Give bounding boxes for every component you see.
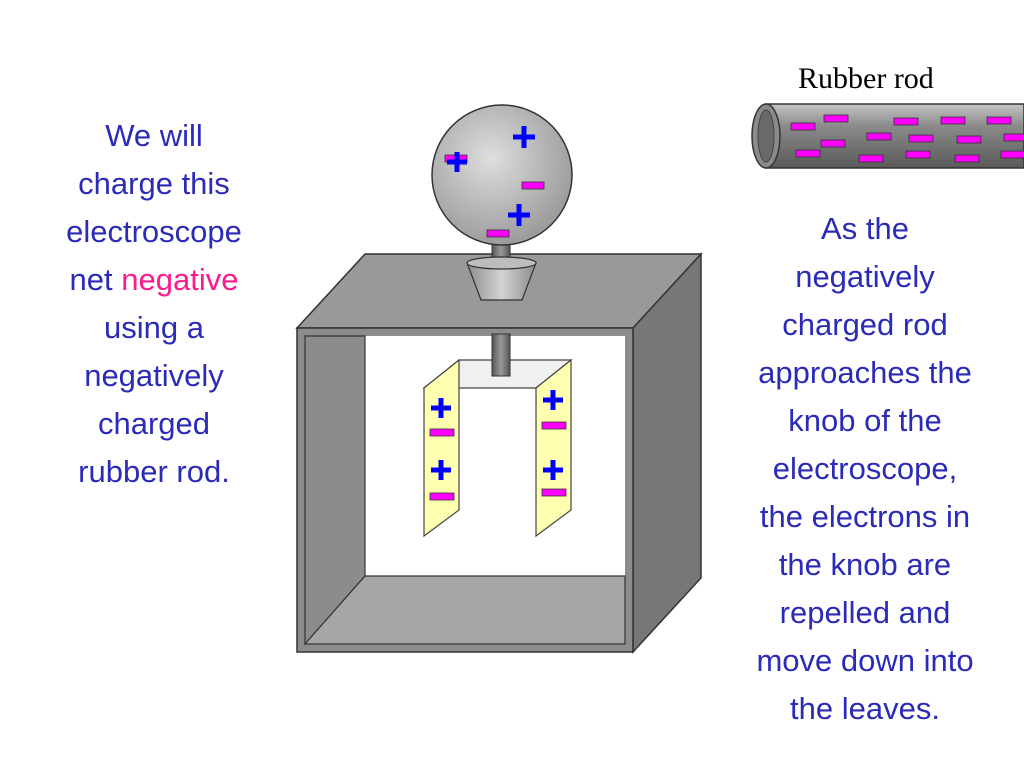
right-line-1: As the — [821, 211, 909, 246]
left-line-1: We will — [105, 118, 203, 153]
leaf-positive-charge — [431, 460, 451, 480]
right-line-10: move down into — [756, 643, 974, 679]
rod-negative-charge — [866, 132, 892, 141]
right-leaf — [535, 358, 572, 538]
rod-negative-charge — [795, 149, 821, 158]
electroscope-neck — [466, 235, 537, 301]
rod-negative-charge — [940, 116, 966, 125]
rod-negative-charge — [986, 116, 1012, 125]
leaf-positive-charge — [543, 390, 563, 410]
rod-negative-charge — [820, 139, 846, 148]
rod-negative-charge — [823, 114, 849, 123]
left-line-5: using a — [104, 310, 204, 346]
rod-end-hole — [757, 109, 775, 163]
right-explanation: As the negatively charged rod approaches… — [722, 205, 1008, 734]
leaf-negative-charge — [541, 421, 567, 430]
rod-negative-charge — [790, 122, 816, 131]
leaf-negative-charge — [429, 492, 455, 501]
left-line-7: charged — [97, 406, 211, 442]
right-line-2: negatively — [795, 259, 935, 295]
inner-stem — [491, 333, 511, 377]
knob-negative-charge — [521, 181, 545, 190]
right-line-4: approaches the — [758, 355, 972, 391]
knob-negative-charge — [486, 229, 510, 238]
leaf-negative-charge — [429, 428, 455, 437]
left-line-3: electroscope — [66, 214, 242, 250]
rod-negative-charge — [858, 154, 884, 163]
rubber-rod-label: Rubber rod — [798, 62, 934, 95]
electroscope-box — [295, 252, 703, 654]
leaf-positive-charge — [431, 398, 451, 418]
net-prefix: net — [69, 262, 122, 298]
left-explanation: We will charge this electroscope net neg… — [38, 112, 270, 496]
negative-highlight: negative — [121, 262, 239, 298]
rod-negative-charge — [956, 135, 982, 144]
box-inner-floor — [303, 575, 626, 645]
right-line-7: the electrons in — [759, 499, 971, 535]
right-line-11: the leaves. — [790, 691, 940, 727]
leaf-positive-charge — [543, 460, 563, 480]
rod-negative-charge — [1003, 133, 1024, 142]
right-line-9: repelled and — [779, 595, 951, 631]
rod-negative-charge — [893, 117, 919, 126]
left-line-8: rubber rod. — [78, 454, 230, 490]
rod-negative-charge — [1000, 150, 1024, 159]
left-leaf — [423, 358, 460, 538]
left-line-2: charge this — [78, 166, 230, 202]
rod-negative-charge — [905, 150, 931, 159]
left-line-4: net negative — [38, 256, 270, 304]
knob-positive-charge — [508, 204, 530, 226]
charge-markers — [429, 114, 1024, 501]
rod-negative-charge — [954, 154, 980, 163]
left-line-6: negatively — [84, 358, 224, 394]
funnel-rim — [466, 256, 537, 270]
electroscope-knob — [431, 104, 573, 246]
knob-positive-charge — [447, 152, 467, 172]
leaf-negative-charge — [541, 488, 567, 497]
right-line-6: electroscope, — [772, 451, 958, 487]
rod-negative-charge — [908, 134, 934, 143]
right-line-3: charged rod — [782, 307, 948, 343]
right-line-5: knob of the — [788, 403, 942, 439]
rod-body — [765, 103, 1024, 169]
knob-positive-charge — [513, 126, 535, 148]
right-line-8: the knob are — [778, 547, 952, 583]
